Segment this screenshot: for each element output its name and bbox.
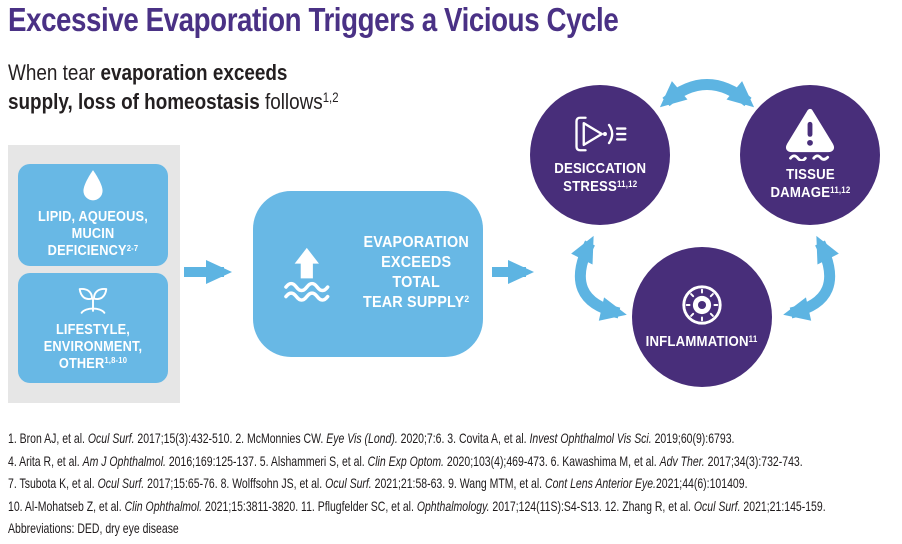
lipid-box-label: LIPID, AQUEOUS, MUCIN DEFICIENCY2-7 xyxy=(27,209,159,261)
label-line: TEAR SUPPLY2 xyxy=(362,294,470,311)
evaporation-icon xyxy=(284,247,330,302)
label-line: EXCEEDS TOTAL xyxy=(380,254,451,291)
label-line: ENVIRONMENT, xyxy=(43,338,143,355)
subtitle-line-2: supply, loss of homeostasis follows1,2 xyxy=(8,89,339,114)
sprout-icon xyxy=(78,287,108,314)
label-line: LIPID, AQUEOUS, xyxy=(38,209,148,225)
desiccation-circle-label: DESICCATION STRESS11,12 xyxy=(554,160,646,197)
desiccation-stress-circle: DESICCATION STRESS11,12 xyxy=(530,85,670,225)
subtitle-line-1: When tear evaporation exceeds xyxy=(8,60,288,85)
reference-line-2: 4. Arita R, et al. Am J Ophthalmol. 2016… xyxy=(8,453,803,469)
page-subtitle: When tear evaporation exceeds supply, lo… xyxy=(8,58,401,119)
dry-eye-icon xyxy=(575,116,627,152)
label-line: TISSUE xyxy=(785,166,835,183)
label-line: DESICCATION xyxy=(554,160,646,177)
lifestyle-environment-box: LIFESTYLE, ENVIRONMENT, OTHER1,8-10 xyxy=(18,273,168,383)
abbreviations-line: Abbreviations: DED, dry eye disease xyxy=(8,521,179,536)
lipid-aqueous-mucin-box: LIPID, AQUEOUS, MUCIN DEFICIENCY2-7 xyxy=(18,164,168,266)
label-line: OTHER1,8-10 xyxy=(58,355,128,372)
tissue-circle-label: TISSUE DAMAGE11,12 xyxy=(770,166,850,203)
cycle-arrow-left-icon xyxy=(571,235,627,321)
droplet-icon xyxy=(83,170,103,201)
cycle-arrow-top-icon xyxy=(659,79,755,108)
evaporation-box-label: EVAPORATION EXCEEDS TOTAL TEAR SUPPLY2 xyxy=(355,233,476,315)
evaporation-exceeds-supply-box: EVAPORATION EXCEEDS TOTAL TEAR SUPPLY2 xyxy=(253,191,483,357)
causes-panel: LIPID, AQUEOUS, MUCIN DEFICIENCY2-7 LIFE… xyxy=(8,145,180,403)
eyeball-icon xyxy=(682,285,722,325)
label-line: STRESS11,12 xyxy=(562,178,638,195)
reference-line-1: 1. Bron AJ, et al. Ocul Surf. 2017;15(3)… xyxy=(8,431,735,446)
tissue-damage-circle: TISSUE DAMAGE11,12 xyxy=(740,85,880,225)
label-line: MUCIN DEFICIENCY2-7 xyxy=(47,226,139,259)
label-line: INFLAMMATION11 xyxy=(646,333,758,350)
label-line: EVAPORATION xyxy=(363,234,469,251)
lifestyle-box-label: LIFESTYLE, ENVIRONMENT, OTHER1,8-10 xyxy=(44,322,143,374)
page-title: Excessive Evaporation Triggers a Vicious… xyxy=(8,1,619,38)
cycle-arrow-right-icon xyxy=(783,235,839,321)
label-line: DAMAGE11,12 xyxy=(770,184,850,201)
label-line: LIFESTYLE, xyxy=(55,321,131,338)
references-block: 1. Bron AJ, et al. Ocul Surf. 2017;15(3)… xyxy=(8,428,902,541)
reference-line-4: 10. Al-Mohatseb Z, et al. Clin Ophthalmo… xyxy=(8,498,826,514)
inflammation-circle: INFLAMMATION11 xyxy=(632,247,772,387)
inflammation-circle-label: INFLAMMATION11 xyxy=(646,333,758,352)
flow-arrows-layer xyxy=(184,79,839,321)
reference-line-3: 7. Tsubota K, et al. Ocul Surf. 2017;15:… xyxy=(8,476,748,491)
warning-triangle-icon xyxy=(785,108,835,161)
